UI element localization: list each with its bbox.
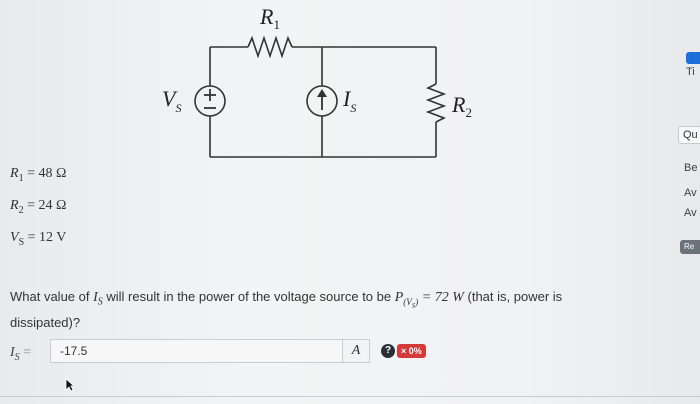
side-panel-accent — [686, 52, 700, 64]
current-source-symbol — [306, 85, 338, 117]
side-panel-re-button[interactable]: Re — [680, 240, 700, 254]
unit-label: A — [342, 339, 370, 363]
is-label: IS — [342, 86, 356, 115]
circuit-diagram: R1 R2 VS IS — [162, 4, 472, 158]
current-source-arrow — [317, 89, 327, 110]
r1-resistor — [247, 35, 293, 59]
answer-label: IS = — [10, 345, 32, 363]
r2-resistor — [425, 83, 447, 123]
help-icon[interactable]: ? — [381, 344, 395, 358]
side-panel-av1: Av — [684, 187, 697, 199]
score-badge: × 0% — [397, 344, 426, 358]
question-text: What value of IS will result in the powe… — [10, 289, 563, 331]
side-panel-timer: Ti — [686, 66, 695, 78]
vs-label: VS — [162, 86, 181, 115]
r1-label: R1 — [259, 4, 280, 32]
side-panel-question-button[interactable]: Qu — [678, 126, 700, 144]
given-r1: R1 = 48 Ω — [10, 166, 67, 184]
given-r2: R2 = 24 Ω — [10, 198, 67, 216]
voltage-source-polarity — [204, 89, 216, 109]
voltage-source-symbol — [194, 85, 226, 117]
side-panel-be: Be — [684, 162, 698, 174]
bottom-divider — [0, 396, 700, 397]
r2-label: R2 — [451, 92, 472, 120]
answer-input[interactable] — [50, 339, 342, 363]
given-vs: VS = 12 V — [10, 230, 67, 248]
mouse-cursor-icon — [65, 378, 75, 392]
side-panel-av2: Av — [684, 207, 697, 219]
